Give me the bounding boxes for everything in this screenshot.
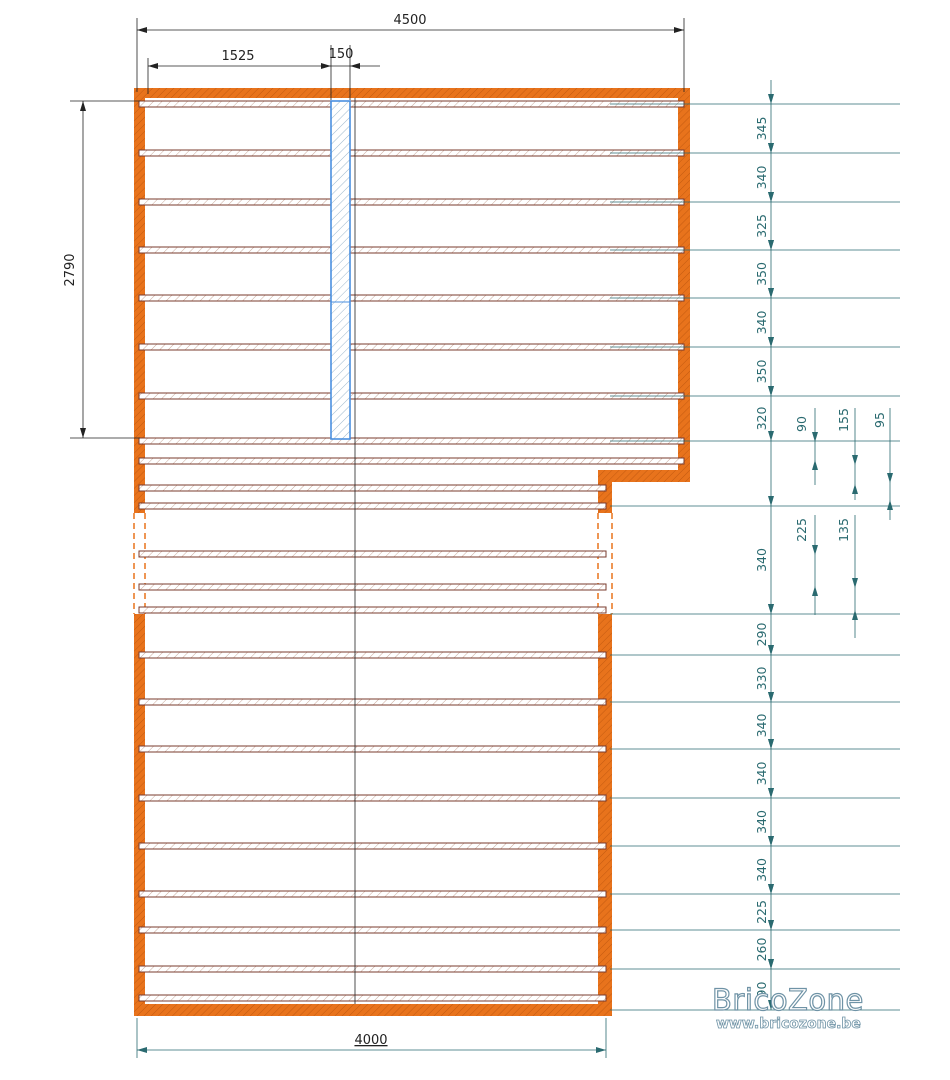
joist bbox=[138, 926, 607, 934]
wall-right-upper bbox=[678, 88, 690, 482]
dimension-arrow bbox=[768, 496, 774, 506]
dimension-top-overall: 4500 bbox=[136, 13, 685, 92]
dimension-arrow bbox=[768, 884, 774, 894]
dim-150-label: 150 bbox=[329, 47, 354, 62]
joist bbox=[138, 294, 685, 302]
joist bbox=[138, 100, 685, 108]
dimension-arrow bbox=[768, 143, 774, 153]
right-spacing-label: 340 bbox=[754, 548, 769, 572]
dimension-arrow bbox=[768, 288, 774, 298]
wall-right-lower bbox=[598, 614, 612, 1016]
right-spacing-label: 345 bbox=[754, 117, 769, 141]
right-spacing-label: 350 bbox=[754, 262, 769, 286]
dim-225-label: 225 bbox=[794, 518, 809, 542]
joist bbox=[138, 457, 685, 465]
trimmer-beam bbox=[330, 100, 351, 440]
dim-135-label: 135 bbox=[836, 518, 851, 542]
dimension-arrow bbox=[768, 192, 774, 202]
dimension-arrow bbox=[768, 94, 774, 104]
dimension-arrow bbox=[768, 788, 774, 798]
watermark: BricoZone www.bricozone.be bbox=[711, 983, 912, 1033]
dimension-arrow bbox=[768, 240, 774, 250]
right-spacing-label: 340 bbox=[754, 311, 769, 335]
right-spacing-label: 290 bbox=[754, 623, 769, 647]
wall-bottom bbox=[134, 1004, 612, 1016]
dimension-arrow bbox=[768, 836, 774, 846]
dim-95-label: 95 bbox=[872, 412, 887, 428]
joist bbox=[138, 484, 607, 492]
joist bbox=[138, 606, 607, 614]
joist bbox=[138, 437, 685, 445]
dimension-arrow bbox=[768, 337, 774, 347]
dim-1525-label: 1525 bbox=[221, 49, 254, 64]
dimension-left-height: 2790 bbox=[63, 100, 140, 439]
joist bbox=[138, 550, 607, 558]
joist bbox=[138, 965, 607, 973]
joist bbox=[138, 198, 685, 206]
joist bbox=[138, 343, 685, 351]
dimension-arrow bbox=[768, 386, 774, 396]
right-spacing-label: 340 bbox=[754, 762, 769, 786]
wall-left-lower bbox=[134, 614, 145, 1016]
right-spacing-label: 340 bbox=[754, 858, 769, 882]
dimension-right-offsets: 90 155 95 225 135 bbox=[794, 408, 893, 638]
right-spacing-label: 340 bbox=[754, 714, 769, 738]
joist bbox=[138, 994, 607, 1002]
dimension-arrow bbox=[768, 920, 774, 930]
right-spacing-label: 225 bbox=[754, 900, 769, 924]
right-spacing-label: 330 bbox=[754, 667, 769, 691]
joist bbox=[138, 583, 607, 591]
dim-4000-label: 4000 bbox=[354, 1033, 387, 1048]
joist bbox=[138, 698, 607, 706]
watermark-url: www.bricozone.be bbox=[716, 1016, 862, 1033]
right-spacing-label: 340 bbox=[754, 810, 769, 834]
joist bbox=[138, 745, 607, 753]
joist bbox=[138, 651, 607, 659]
right-spacing-label: 325 bbox=[754, 214, 769, 238]
joist bbox=[138, 890, 607, 898]
wall-step bbox=[598, 470, 690, 482]
joist bbox=[138, 502, 607, 510]
joist bbox=[138, 392, 685, 400]
joist bbox=[138, 842, 607, 850]
right-spacing-label: 260 bbox=[754, 938, 769, 962]
dimension-arrow bbox=[768, 604, 774, 614]
watermark-brand: BricoZone bbox=[711, 983, 864, 1017]
dimension-bottom-width: 4000 bbox=[136, 1018, 607, 1058]
right-spacing-label: 320 bbox=[754, 407, 769, 431]
right-spacing-label: 350 bbox=[754, 360, 769, 384]
dimension-arrow bbox=[768, 431, 774, 441]
dimension-arrow bbox=[768, 692, 774, 702]
dimension-arrow bbox=[768, 739, 774, 749]
wall-top bbox=[134, 88, 690, 98]
joist bbox=[138, 794, 607, 802]
dim-155-label: 155 bbox=[836, 408, 851, 432]
joist bbox=[138, 149, 685, 157]
dim-90-label: 90 bbox=[794, 416, 809, 432]
dim-2790-label: 2790 bbox=[63, 253, 78, 286]
dimension-arrow bbox=[768, 1000, 774, 1010]
dimension-arrow bbox=[768, 645, 774, 655]
right-spacing-label: 90 bbox=[754, 982, 769, 998]
dimension-right-chain: 345 340 325 350 340 350 320 340 290 330 340 340 340 3… bbox=[610, 80, 900, 1011]
joist bbox=[138, 246, 685, 254]
right-spacing-label: 340 bbox=[754, 166, 769, 190]
dim-4500-label: 4500 bbox=[393, 13, 426, 28]
dimension-arrow bbox=[768, 959, 774, 969]
dimension-top-offset: 1525 150 bbox=[147, 45, 380, 100]
